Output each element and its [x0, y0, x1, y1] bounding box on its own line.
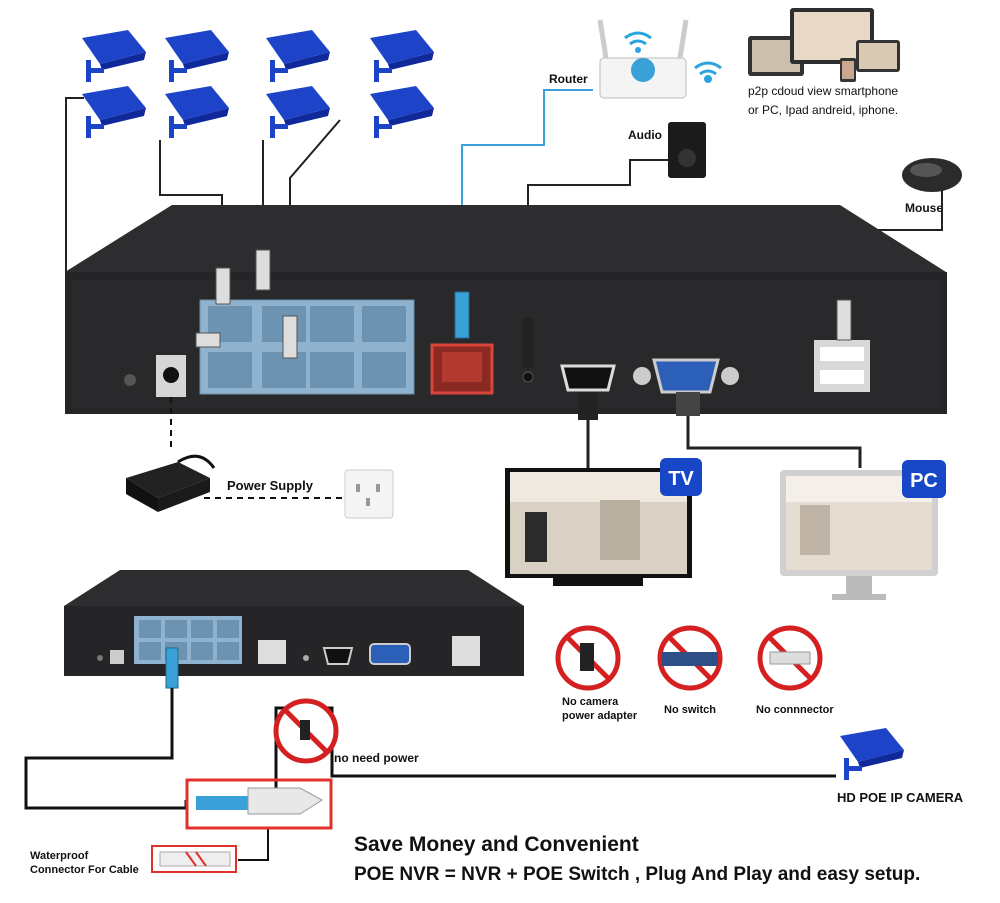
headline: Save Money and Convenient [354, 833, 639, 856]
p2p-devices-icon [748, 8, 900, 82]
no-camera-power-adapter-icon [558, 628, 618, 688]
connector-callout-line [238, 828, 269, 861]
vga-plug [676, 392, 700, 416]
hd-poe-camera-icon [840, 728, 904, 780]
vga-cable [686, 416, 862, 468]
power-supply-label: Power Supply [227, 478, 314, 493]
poe-rj45-plug [165, 647, 179, 689]
wifi-icon [694, 61, 722, 83]
router-label: Router [549, 72, 588, 86]
nvr-main-unit [65, 205, 947, 414]
router-icon [597, 19, 689, 99]
camera-icon [266, 30, 330, 82]
pc-badge [902, 460, 946, 498]
connector-detail-highlight [151, 845, 237, 873]
hd-poe-camera-label: HD POE IP CAMERA [837, 790, 964, 805]
no-need-power-label: no need power [334, 751, 419, 765]
camera-icon [165, 86, 229, 138]
usb-ports [814, 340, 870, 392]
camera-icon [82, 86, 146, 138]
poe-cable [24, 688, 188, 810]
waterproof-connector-highlight [185, 778, 333, 830]
poe-port-block [199, 299, 415, 395]
speaker-icon [668, 122, 706, 178]
camera-icon [165, 30, 229, 82]
no-camera-label-line1: No camera [562, 696, 619, 708]
power-adapter-icon [126, 454, 216, 512]
wall-outlet-icon [344, 469, 394, 519]
camera-icon [370, 86, 434, 138]
pc-monitor [780, 470, 938, 600]
router-cable [461, 89, 593, 295]
mouse-label: Mouse [905, 201, 943, 215]
mouse-icon [902, 158, 962, 192]
camera-rj45-plugs [195, 249, 298, 359]
audio-out-port [522, 371, 534, 383]
audio-label: Audio [628, 128, 662, 142]
tv-badge-text: TV [668, 468, 694, 490]
waterproof-connector-icon [196, 787, 323, 815]
audio-jack-plug [523, 318, 533, 368]
no-connector-icon [760, 628, 820, 688]
no-power-adapter-small [276, 701, 336, 761]
uplink-rj45-plug [454, 291, 470, 339]
vga-port [633, 358, 739, 394]
waterproof-label-line2: Connector For Cable [30, 864, 139, 876]
nvr-secondary-unit [64, 570, 524, 676]
no-camera-label-line2: power adapter [562, 710, 638, 722]
hdmi-plug [578, 392, 598, 420]
waterproof-label-line1: Waterproof [30, 850, 89, 862]
camera-icon [266, 86, 330, 138]
camera-icon [82, 30, 146, 82]
pc-badge-text: PC [910, 470, 938, 492]
no-switch-icon [660, 628, 720, 688]
ip-camera-group [82, 30, 434, 138]
subline: POE NVR = NVR + POE Switch , Plug And Pl… [354, 864, 920, 885]
tv-badge [660, 458, 702, 496]
camera-icon [370, 30, 434, 82]
hdmi-port [560, 364, 616, 392]
p2p-label-line2: or PC, Ipad andreid, iphone. [748, 103, 898, 117]
reset-button [124, 374, 136, 386]
usb-plug [836, 299, 852, 341]
no-switch-label: No switch [664, 704, 716, 716]
no-connector-label: No connnector [756, 704, 834, 716]
p2p-label-line1: p2p cdoud view smartphone [748, 84, 898, 98]
